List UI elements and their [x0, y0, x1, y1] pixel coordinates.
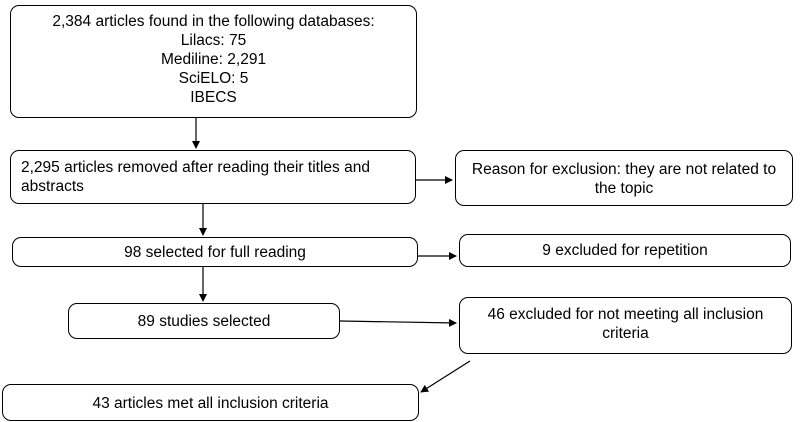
met-criteria-box: 43 articles met all inclusion criteria: [2, 384, 419, 421]
removed-box: 2,295 articles removed after reading the…: [10, 150, 416, 204]
articles-found-text: 2,384 articles found in the following da…: [52, 13, 375, 30]
lilacs-count-text: Lilacs: 75: [180, 32, 247, 49]
repetition-box: 9 excluded for repetition: [459, 234, 791, 267]
studies-selected-box: 89 studies selected: [68, 303, 340, 339]
reason-text-line2: the topic: [594, 180, 654, 197]
arrow-not-meeting-to-met: [420, 360, 471, 393]
reason-text-line1: Reason for exclusion: they are not relat…: [471, 161, 777, 178]
removed-text-line1: 2,295 articles removed after reading the…: [21, 159, 370, 176]
full-reading-text: 98 selected for full reading: [124, 244, 306, 261]
ibecs-text: IBECS: [190, 89, 237, 106]
scielo-count-text: SciELO: 5: [178, 70, 249, 87]
not-meeting-text-line2: criteria: [602, 325, 649, 342]
not-meeting-text-line1: 46 excluded for not meeting all inclusio…: [487, 306, 764, 323]
full-reading-box: 98 selected for full reading: [12, 237, 418, 267]
mediline-count-text: Mediline: 2,291: [160, 51, 267, 68]
databases-box: 2,384 articles found in the following da…: [10, 5, 417, 118]
arrow-studies-to-not-meeting: [339, 318, 457, 327]
reason-box: Reason for exclusion: they are not relat…: [455, 150, 793, 206]
repetition-text: 9 excluded for repetition: [542, 242, 708, 259]
met-criteria-text: 43 articles met all inclusion criteria: [92, 395, 329, 412]
studies-selected-text: 89 studies selected: [137, 313, 271, 330]
not-meeting-box: 46 excluded for not meeting all inclusio…: [459, 297, 792, 354]
removed-text-line2: abstracts: [21, 178, 84, 195]
